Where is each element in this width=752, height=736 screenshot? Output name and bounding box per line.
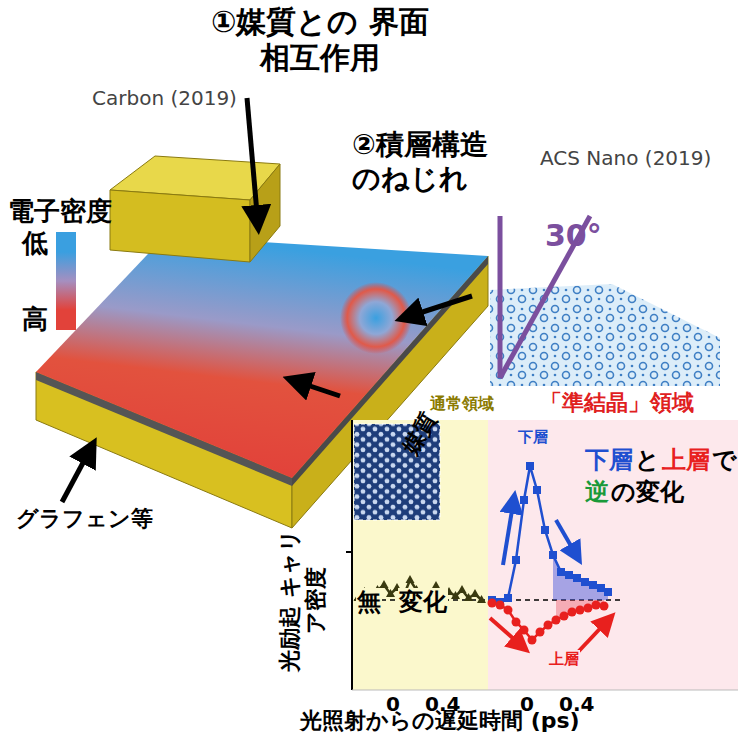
data-point — [573, 574, 581, 582]
data-point — [533, 486, 541, 494]
angle-label: 30° — [545, 218, 602, 254]
region-label: 「準結晶」領域 — [540, 390, 694, 416]
material-label: 媒質 — [398, 408, 443, 459]
note-text: の変化 — [610, 478, 685, 507]
legend-text: 高 — [22, 304, 48, 335]
quasicrystal-pattern — [490, 216, 722, 388]
shaded-area — [556, 600, 604, 620]
note-text: と — [634, 446, 661, 475]
data-point — [380, 580, 389, 588]
slab — [36, 236, 488, 528]
data-point — [520, 496, 528, 504]
spot — [340, 282, 412, 354]
data-point — [604, 588, 612, 596]
color-bar — [56, 252, 76, 310]
note-text: 無 — [356, 588, 382, 617]
data-point — [528, 636, 537, 645]
note-text: 逆 — [584, 478, 610, 507]
axis-title: 光照射からの遅延時間 (ps) — [300, 708, 580, 734]
data-point — [526, 462, 534, 470]
data-point — [600, 602, 609, 611]
axis-title: 光励起 キャリア密度 — [277, 525, 330, 675]
note-text: 上層 — [661, 446, 711, 475]
data-point — [406, 575, 415, 583]
data-point — [568, 608, 577, 617]
data-point — [576, 606, 585, 615]
data-point — [560, 612, 569, 621]
data-point — [541, 526, 549, 534]
data-point — [557, 568, 565, 576]
data-point — [477, 595, 486, 603]
series-label: 下層 — [518, 428, 548, 446]
shaded-area — [553, 555, 608, 600]
data-point — [584, 604, 593, 613]
data-point — [544, 621, 553, 630]
data-point — [549, 551, 557, 559]
data-point — [512, 556, 520, 564]
data-point — [565, 571, 573, 579]
data-point — [581, 578, 589, 586]
note-text: で — [711, 446, 738, 475]
chart — [346, 420, 738, 690]
data-point — [512, 618, 521, 627]
data-point — [471, 589, 480, 597]
series-label: 上層 — [548, 650, 580, 668]
layer-label: グラフェン等 — [16, 506, 153, 532]
region-label: 通常領域 — [430, 394, 494, 413]
callout-heading: ①媒質との 界面相互作用 — [205, 4, 435, 76]
legend-text: 低 — [22, 228, 48, 259]
data-point — [458, 585, 467, 593]
data-point — [597, 584, 605, 592]
legend-swatch — [56, 232, 76, 252]
data-point — [552, 616, 561, 625]
data-point — [592, 601, 601, 610]
data-point — [536, 628, 545, 637]
data-point — [504, 594, 512, 602]
callout-heading: ②積層構造 のねじれ — [352, 128, 517, 195]
data-point — [520, 626, 529, 635]
note-text: 変化 — [398, 588, 448, 617]
legend-swatch — [56, 310, 76, 330]
legend-title: 電子密度 — [8, 196, 112, 227]
data-point — [496, 601, 505, 610]
data-point — [504, 606, 513, 615]
reference: Carbon (2019) — [92, 86, 237, 110]
reference: ACS Nano (2019) — [540, 146, 711, 170]
data-point — [589, 581, 597, 589]
data-point — [488, 599, 497, 608]
note-text: 下層 — [584, 446, 634, 475]
